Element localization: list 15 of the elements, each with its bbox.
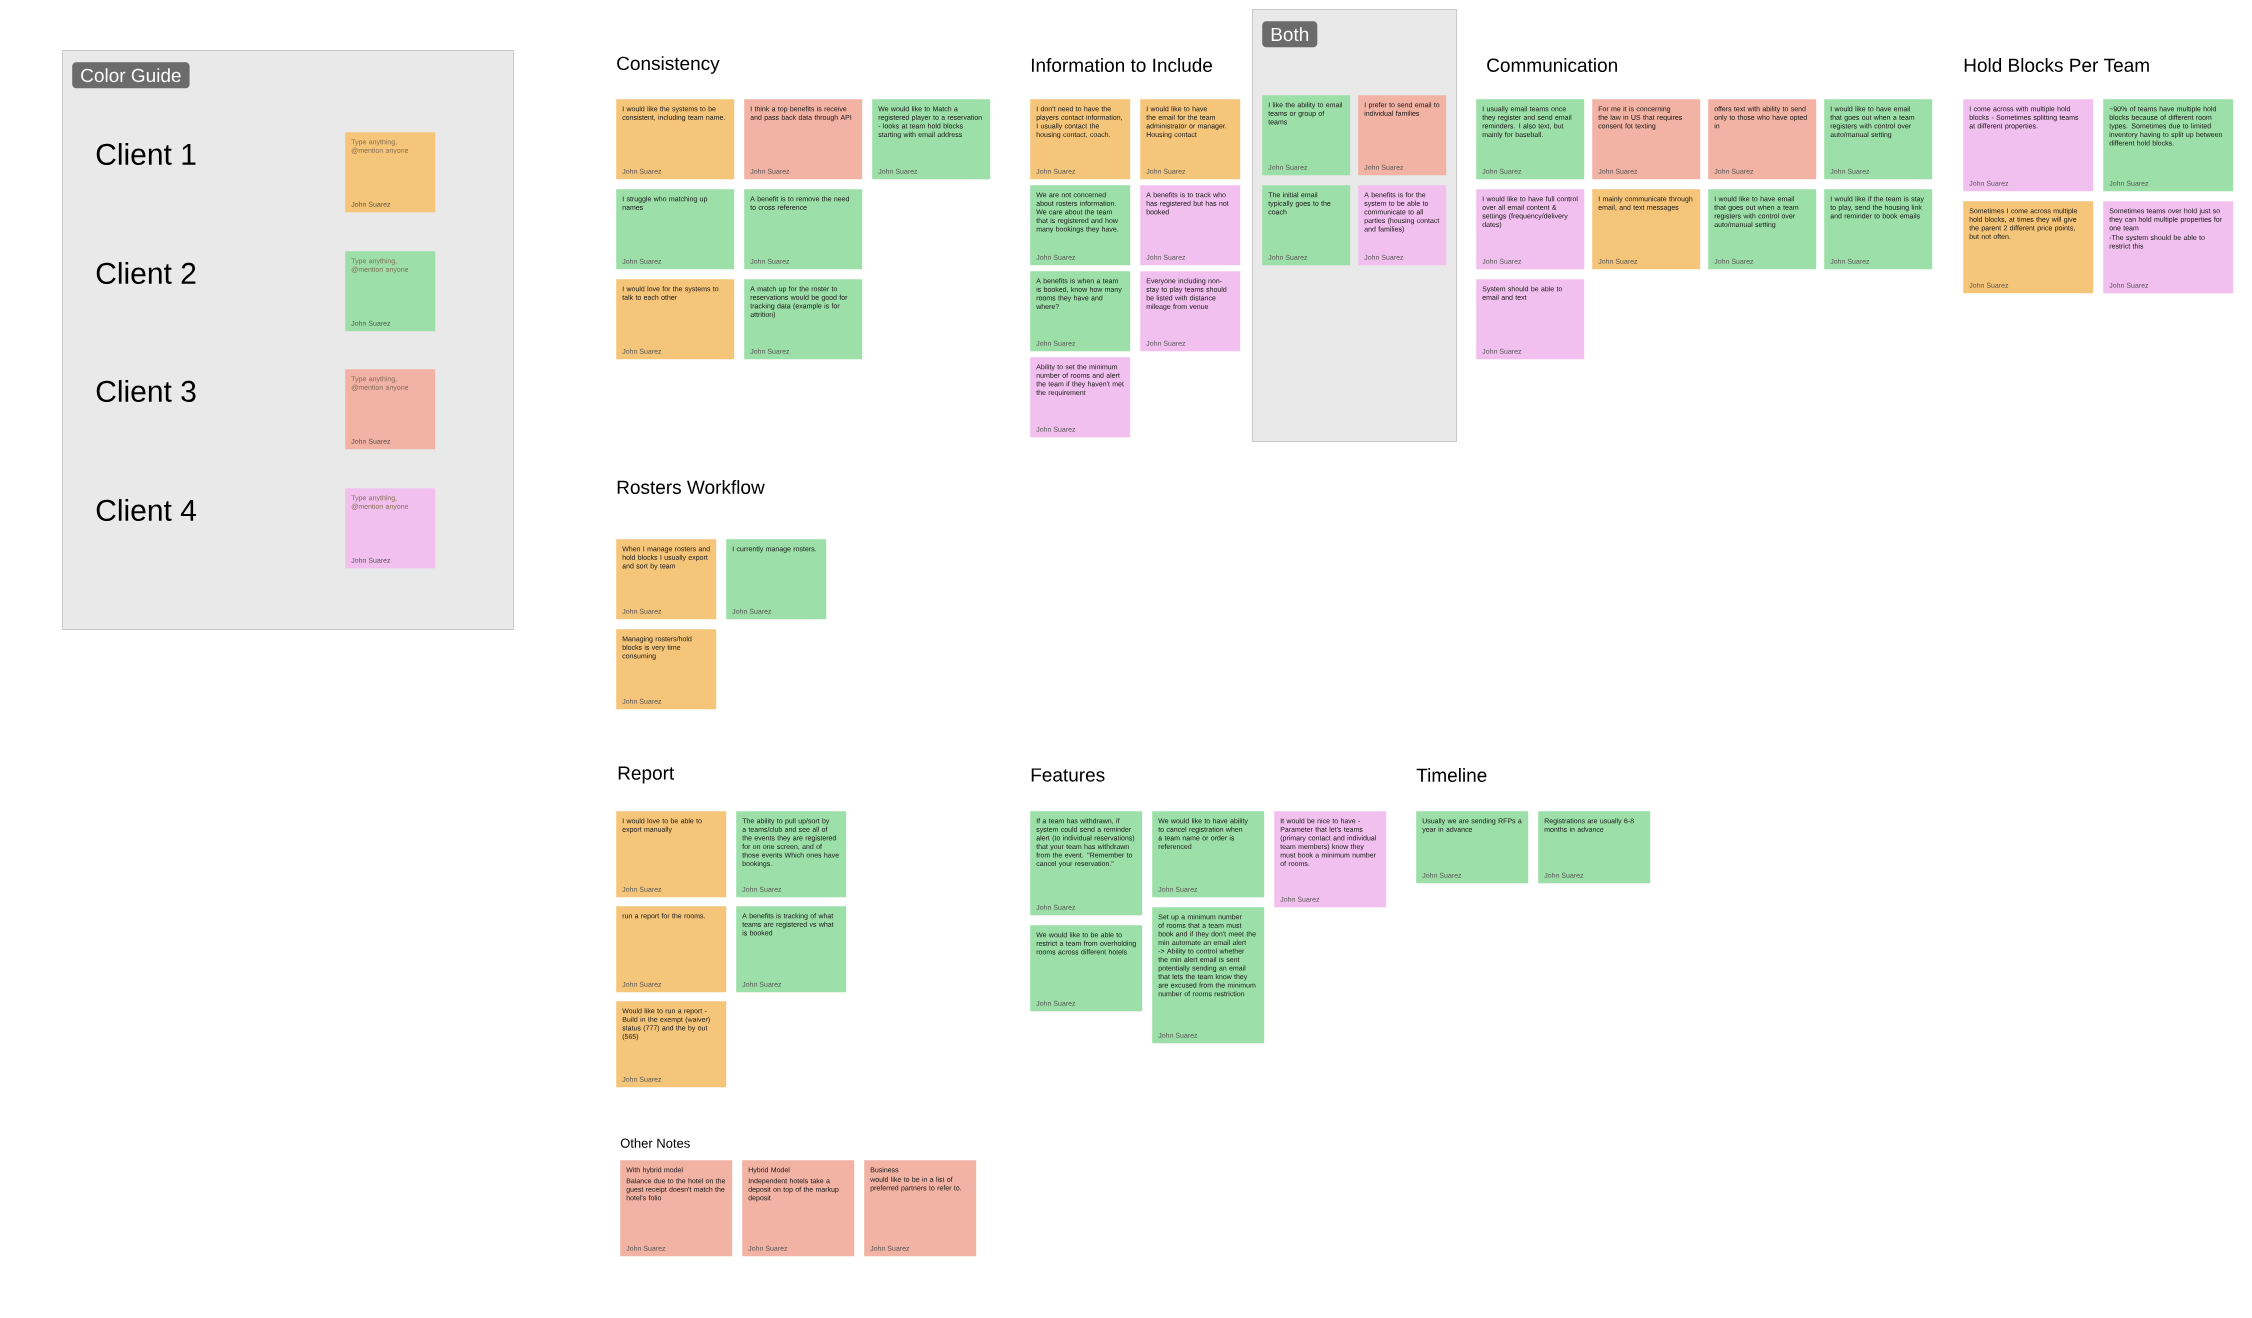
section-heading: Other Notes [620,1138,690,1148]
client-label: Client 4 [96,499,196,522]
frame-title-badge: Both [1262,21,1318,48]
section-heading: Timeline [1416,768,1487,782]
section-heading: Hold Blocks Per Team [1964,58,2149,72]
client-label: Client 2 [96,262,196,285]
section-heading: Features [1031,768,1105,782]
client-label: Client 1 [96,143,196,166]
section-heading: Rosters Workflow [617,480,765,494]
section-heading: Communication [1487,58,1617,72]
section-heading: Report [618,766,675,784]
section-heading: Consistency [617,56,720,74]
section-heading: Information to Include [1031,58,1213,72]
client-label: Client 3 [96,380,196,403]
frame-title-badge: Color Guide [72,62,190,89]
